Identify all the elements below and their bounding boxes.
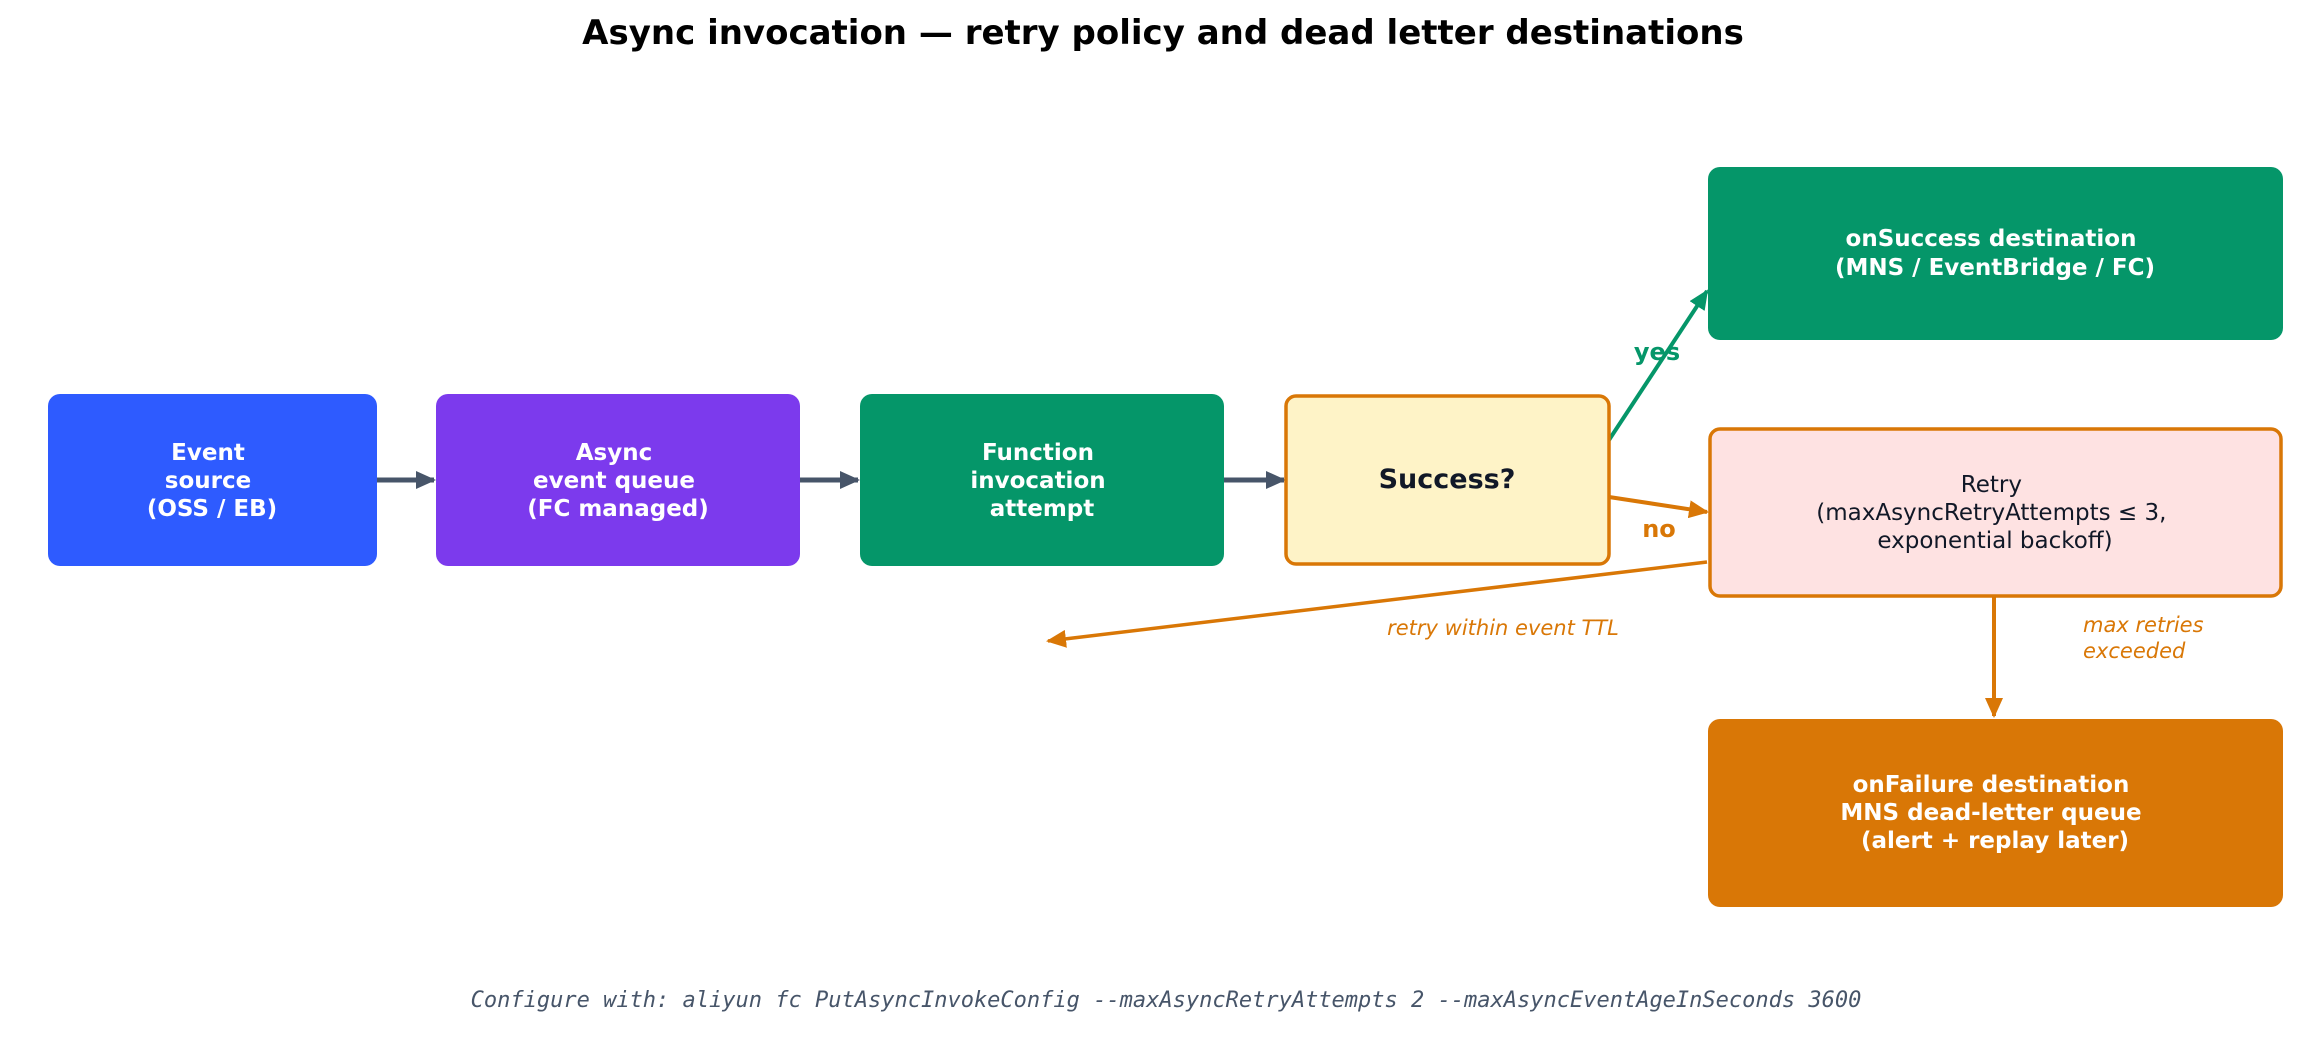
arrow-yes-to-success (1605, 289, 1709, 445)
max-retries-line-1: max retries (2083, 613, 2204, 637)
max-retries-line-2: exceeded (2083, 639, 2186, 663)
edge-label-yes: yes (1634, 338, 1680, 366)
footer-config-command: Configure with: aliyun fc PutAsyncInvoke… (471, 988, 1862, 1013)
on-success-label: onSuccess destination (MNS / EventBridge… (1835, 226, 2155, 281)
event-source-line-3: (OSS / EB) (147, 496, 277, 522)
node-on-success-destination: onSuccess destination (MNS / EventBridge… (1708, 167, 2283, 340)
queue-line-2: event queue (533, 468, 695, 494)
function-line-2: invocation (970, 468, 1105, 494)
event-source-label: Event source (OSS / EB) (147, 440, 277, 522)
retry-label: Retry (maxAsyncRetryAttempts ≤ 3, expone… (1816, 472, 2174, 554)
queue-label: Async event queue (FC managed) (527, 440, 709, 522)
queue-line-1: Async (576, 440, 653, 466)
edge-label-no: no (1642, 515, 1676, 543)
event-source-line-2: source (165, 468, 251, 494)
retry-line-3: exponential backoff) (1877, 528, 2112, 554)
diagram-title: Async invocation — retry policy and dead… (582, 13, 1744, 53)
edge-label-retry-loop: retry within event TTL (1387, 616, 1619, 640)
node-async-queue: Async event queue (FC managed) (436, 394, 800, 566)
function-line-3: attempt (990, 496, 1095, 522)
on-failure-label: onFailure destination MNS dead-letter qu… (1840, 772, 2149, 854)
on-success-line-1: onSuccess destination (1846, 226, 2137, 252)
event-source-line-1: Event (171, 440, 245, 466)
retry-line-1: Retry (1961, 472, 2022, 498)
node-on-failure-destination: onFailure destination MNS dead-letter qu… (1708, 719, 2283, 907)
node-retry: Retry (maxAsyncRetryAttempts ≤ 3, expone… (1708, 427, 2283, 598)
decision-label: Success? (1379, 464, 1516, 495)
node-event-source: Event source (OSS / EB) (48, 394, 377, 566)
on-failure-line-1: onFailure destination (1853, 772, 2130, 798)
on-success-line-2: (MNS / EventBridge / FC) (1835, 255, 2155, 281)
queue-line-3: (FC managed) (527, 496, 709, 522)
arrow-no-to-retry (1608, 495, 1709, 519)
edge-label-max-retries: max retries exceeded (2083, 613, 2210, 663)
arrow-retry-loop (1046, 560, 1708, 648)
on-failure-line-3: (alert + replay later) (1861, 828, 2129, 854)
node-success-decision: Success? (1284, 394, 1611, 566)
on-failure-line-2: MNS dead-letter queue (1840, 800, 2141, 826)
node-function-invocation: Function invocation attempt (860, 394, 1224, 566)
retry-line-2: (maxAsyncRetryAttempts ≤ 3, (1816, 500, 2166, 526)
function-line-1: Function (982, 440, 1094, 466)
function-label: Function invocation attempt (970, 440, 1113, 522)
